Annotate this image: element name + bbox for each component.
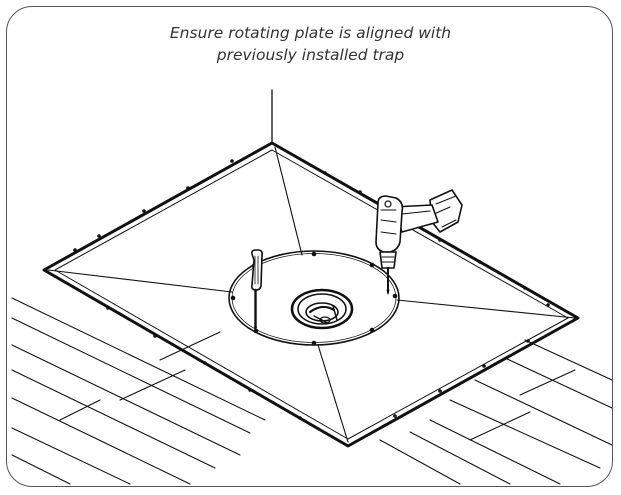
caption-line-2: previously installed trap (216, 46, 405, 64)
screwdriver-icon (251, 249, 263, 332)
membrane-sheet (42, 141, 580, 448)
instruction-caption: Ensure rotating plate is aligned with pr… (0, 22, 621, 66)
drain-trap (290, 288, 354, 330)
edge-fasteners (73, 159, 550, 420)
cordless-drill-icon (375, 189, 463, 295)
caption-line-1: Ensure rotating plate is aligned with (169, 24, 452, 42)
illustration-frame (6, 6, 613, 487)
deck-boards (11, 297, 612, 485)
